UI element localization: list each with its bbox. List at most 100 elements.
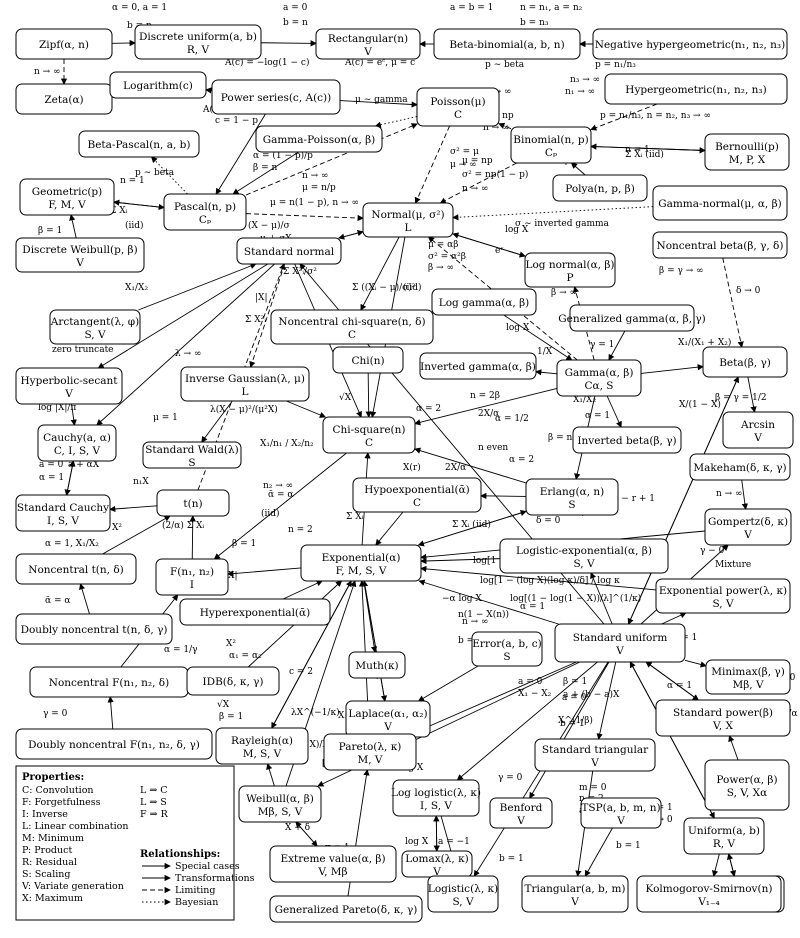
node-properties: F, M, S, V bbox=[336, 565, 387, 577]
edge-stdunif-to-logisticexp bbox=[590, 572, 613, 625]
node-erlang: Erlang(α, n)S bbox=[525, 478, 619, 516]
node-gamma: Gamma(α, β)Cα, S bbox=[556, 359, 642, 397]
legend-property: P: Product bbox=[22, 845, 72, 856]
edge-label: δ = 0 bbox=[536, 516, 561, 526]
edge-label: γ = 0 bbox=[43, 709, 68, 719]
edge-label: β = γ = 1/2 bbox=[715, 393, 767, 403]
node-box bbox=[180, 366, 310, 402]
edge-hypoexp-to-exponential bbox=[375, 511, 404, 546]
edge-label: β = 1 bbox=[38, 226, 62, 236]
node-invgamma: Inverted gamma(α, β) bbox=[419, 352, 537, 380]
node-properties: V bbox=[753, 432, 762, 444]
node-box bbox=[109, 71, 207, 99]
node-logisticexp: Logistic-exponential(α, β)S, V bbox=[499, 538, 669, 574]
node-box bbox=[433, 28, 581, 60]
node-properties: V bbox=[590, 757, 599, 769]
node-label: Discrete uniform(a, b) bbox=[139, 31, 257, 43]
edge-label: b = n₃ bbox=[520, 18, 549, 28]
edge-stdunif-to-loglogistic bbox=[456, 661, 598, 781]
node-label: Doubly noncentral F(n₁, n₂, δ, γ) bbox=[28, 739, 200, 751]
node-box bbox=[572, 426, 682, 454]
node-label: Gamma-normal(μ, α, β) bbox=[658, 198, 782, 210]
edge-polya-to-binomial bbox=[570, 162, 586, 176]
node-box bbox=[211, 79, 341, 115]
node-stdwald: Standard Wald(λ)S bbox=[142, 441, 242, 469]
node-bernoulli: Bernoulli(p)M, P, X bbox=[704, 133, 790, 171]
edge-poisson-to-gammapoisson bbox=[374, 116, 418, 128]
node-invbeta: Inverted beta(β, γ) bbox=[572, 426, 682, 454]
edge-label: n = 2 bbox=[288, 525, 313, 535]
edge-label: (iid) bbox=[403, 282, 422, 293]
node-box bbox=[15, 237, 145, 273]
edge-label: eˣ bbox=[495, 246, 504, 256]
edge-label: log X bbox=[506, 323, 530, 333]
edge-gengamma-to-gamma bbox=[608, 330, 626, 361]
edge-gamma-to-beta bbox=[640, 364, 704, 374]
node-label: Generalized gamma(α, β, γ) bbox=[558, 313, 706, 325]
edge-label: σ ∼ inverted gamma bbox=[515, 219, 610, 229]
node-label: Poisson(μ) bbox=[430, 96, 485, 108]
edge-label: Σ Xᵢ bbox=[110, 206, 128, 216]
node-label: Normal(μ, σ²) bbox=[371, 209, 444, 221]
edge-label: b = n bbox=[283, 18, 308, 28]
edge-extval-to-weibull bbox=[295, 821, 318, 847]
node-label: Exponential(α) bbox=[322, 552, 401, 564]
node-properties: L bbox=[242, 386, 249, 398]
edge-label: X(r) bbox=[403, 462, 421, 473]
edge-discunif-to-rect bbox=[260, 40, 317, 47]
node-box bbox=[652, 231, 788, 259]
node-box bbox=[255, 125, 383, 153]
node-box bbox=[489, 797, 553, 829]
node-discweibull: Discrete Weibull(p, β)V bbox=[15, 237, 145, 273]
edge-label: μ = np bbox=[462, 156, 493, 166]
node-properties: S, V, Xα bbox=[727, 787, 767, 799]
node-label: Rayleigh(α) bbox=[231, 735, 293, 747]
edge-label: n = 1 bbox=[120, 176, 145, 186]
node-box bbox=[15, 494, 111, 532]
legend-property: M: Minimum bbox=[22, 833, 84, 844]
node-box bbox=[300, 544, 422, 582]
edge-exponential-to-laplace bbox=[363, 580, 388, 702]
node-label: Inverted beta(β, γ) bbox=[577, 435, 676, 447]
edge-stdcauchy-to-cauchy bbox=[66, 460, 76, 496]
legend-relationship: Transformations bbox=[175, 873, 255, 884]
edge-label: c = 1 − p bbox=[215, 116, 258, 126]
edge-label: α = 2 bbox=[416, 404, 441, 414]
edge-label: β → ∞ bbox=[428, 263, 454, 273]
node-label: Chi(n) bbox=[351, 355, 384, 367]
node-label: Geometric(p) bbox=[32, 186, 103, 198]
node-properties: V bbox=[743, 529, 752, 541]
edge-label: γ − 0 bbox=[700, 546, 725, 556]
legend-implication: L ⇒ C bbox=[140, 785, 168, 796]
edge-gamma-to-lognormal bbox=[572, 286, 595, 361]
edge-label: n = n₁, a = n₂ bbox=[520, 3, 583, 13]
edge-label: γ = n − r + 1 bbox=[594, 494, 655, 504]
node-properties: V, Mβ bbox=[317, 866, 347, 878]
node-properties: Cₚ bbox=[199, 214, 211, 226]
node-properties: L bbox=[405, 222, 412, 234]
node-properties: S, V bbox=[573, 558, 594, 570]
edge-label: (2/α) Σ Xᵢ bbox=[162, 520, 204, 531]
node-label: Noncentral F(n₁, n₂, δ) bbox=[49, 677, 169, 689]
edge-label: β = 1 bbox=[232, 539, 256, 549]
edge-invgauss-to-stdwald bbox=[201, 400, 233, 443]
edge-label: σ² = μ bbox=[450, 147, 479, 157]
node-properties: C bbox=[365, 437, 373, 449]
edge-label: α = 0, a = 1 bbox=[112, 3, 167, 13]
node-label: Chi-square(n) bbox=[332, 424, 405, 436]
node-label: Laplace(α₁, α₂) bbox=[348, 708, 427, 720]
node-normal: Normal(μ, σ²)L bbox=[362, 202, 454, 238]
node-extval: Extreme value(α, β)V, Mβ bbox=[269, 845, 397, 883]
node-box bbox=[525, 478, 619, 516]
node-box bbox=[471, 631, 543, 667]
node-minimax: Minimax(β, γ)Mβ, V bbox=[705, 659, 791, 695]
edge-stdunif-to-pareto bbox=[410, 661, 577, 735]
edge-binomial-to-normal bbox=[439, 162, 517, 204]
node-properties: I, S, V bbox=[47, 515, 79, 527]
node-triangular: Triangular(a, b, m)V bbox=[521, 875, 629, 913]
edge-label: log X bbox=[505, 225, 529, 235]
node-label: Zeta(α) bbox=[44, 94, 83, 106]
node-label: TSP(a, b, m, n) bbox=[581, 802, 660, 814]
edge-gammanormal-to-normal bbox=[452, 206, 654, 221]
